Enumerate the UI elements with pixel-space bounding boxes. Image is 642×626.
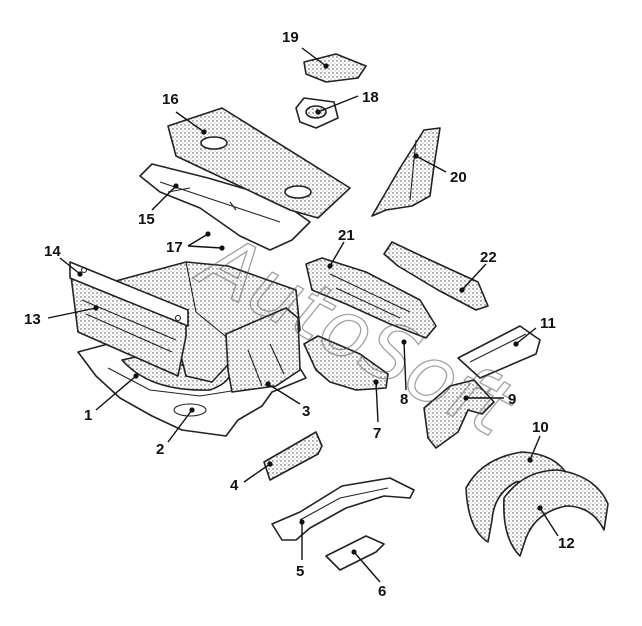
part-19-cover-plate xyxy=(303,53,367,83)
callout-7: 7 xyxy=(373,425,381,442)
part-3-side-panel xyxy=(225,307,301,393)
part-22-rail xyxy=(383,241,489,311)
part-9-arch-bracket xyxy=(423,379,495,449)
callout-21: 21 xyxy=(338,227,355,244)
callout-1: 1 xyxy=(84,407,92,424)
callout-5: 5 xyxy=(296,563,304,580)
part-12-inner-wheel-arch xyxy=(503,469,609,557)
callout-19: 19 xyxy=(282,29,299,46)
part-16-parcel-shelf xyxy=(167,107,351,219)
callout-22: 22 xyxy=(480,249,497,266)
callout-13: 13 xyxy=(24,311,41,328)
part-11-plate xyxy=(457,325,541,379)
callout-18: 18 xyxy=(362,89,379,106)
callout-4: 4 xyxy=(230,477,239,494)
callout-17: 17 xyxy=(166,239,183,256)
callout-14: 14 xyxy=(44,243,61,260)
callout-10: 10 xyxy=(532,419,549,436)
callout-11: 11 xyxy=(540,315,556,332)
part-7-bracket xyxy=(303,335,389,391)
callout-2: 2 xyxy=(156,441,164,458)
callout-15: 15 xyxy=(138,211,155,228)
part-21-inner-panel xyxy=(305,257,437,339)
callout-16: 16 xyxy=(162,91,179,108)
part-15-shelf-support xyxy=(139,163,311,251)
leader-lines xyxy=(47,47,559,583)
callout-8: 8 xyxy=(400,391,408,408)
part-4-plate xyxy=(263,431,323,481)
callout-20: 20 xyxy=(450,169,467,186)
part-20-pillar xyxy=(371,127,441,217)
callout-3: 3 xyxy=(302,403,310,420)
callout-6: 6 xyxy=(378,583,386,600)
part-13-14-rear-panel xyxy=(69,261,189,377)
part-5-crossmember xyxy=(271,477,415,541)
callout-9: 9 xyxy=(508,391,516,408)
callout-12: 12 xyxy=(558,535,575,552)
